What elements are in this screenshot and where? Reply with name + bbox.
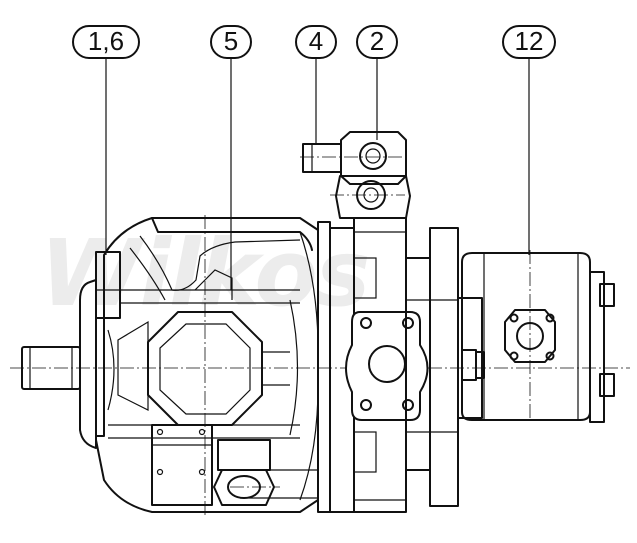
valve-flange — [345, 311, 429, 421]
callout-12-label: 12 — [515, 26, 544, 56]
swash-plate-housing — [107, 269, 290, 426]
callout-4-label: 4 — [309, 26, 323, 56]
leader-lines — [105, 57, 530, 290]
centerlines — [10, 156, 630, 515]
adapter-flange — [405, 227, 485, 507]
pump-housing — [95, 217, 319, 513]
callout-1-6: 1,6 — [72, 25, 140, 59]
lower-control-block — [151, 424, 213, 506]
callout-2-label: 2 — [370, 26, 384, 56]
callout-5-label: 5 — [224, 26, 238, 56]
gear-pump — [461, 252, 615, 423]
callout-2: 2 — [356, 25, 398, 59]
callout-5: 5 — [210, 25, 252, 59]
lower-port-fitting — [213, 439, 275, 506]
top-valve-fitting — [302, 131, 411, 219]
callout-1-6-label: 1,6 — [88, 26, 124, 56]
callout-4: 4 — [295, 25, 337, 59]
watermark-text: Wilkos — [40, 220, 368, 327]
callout-12: 12 — [502, 25, 556, 59]
